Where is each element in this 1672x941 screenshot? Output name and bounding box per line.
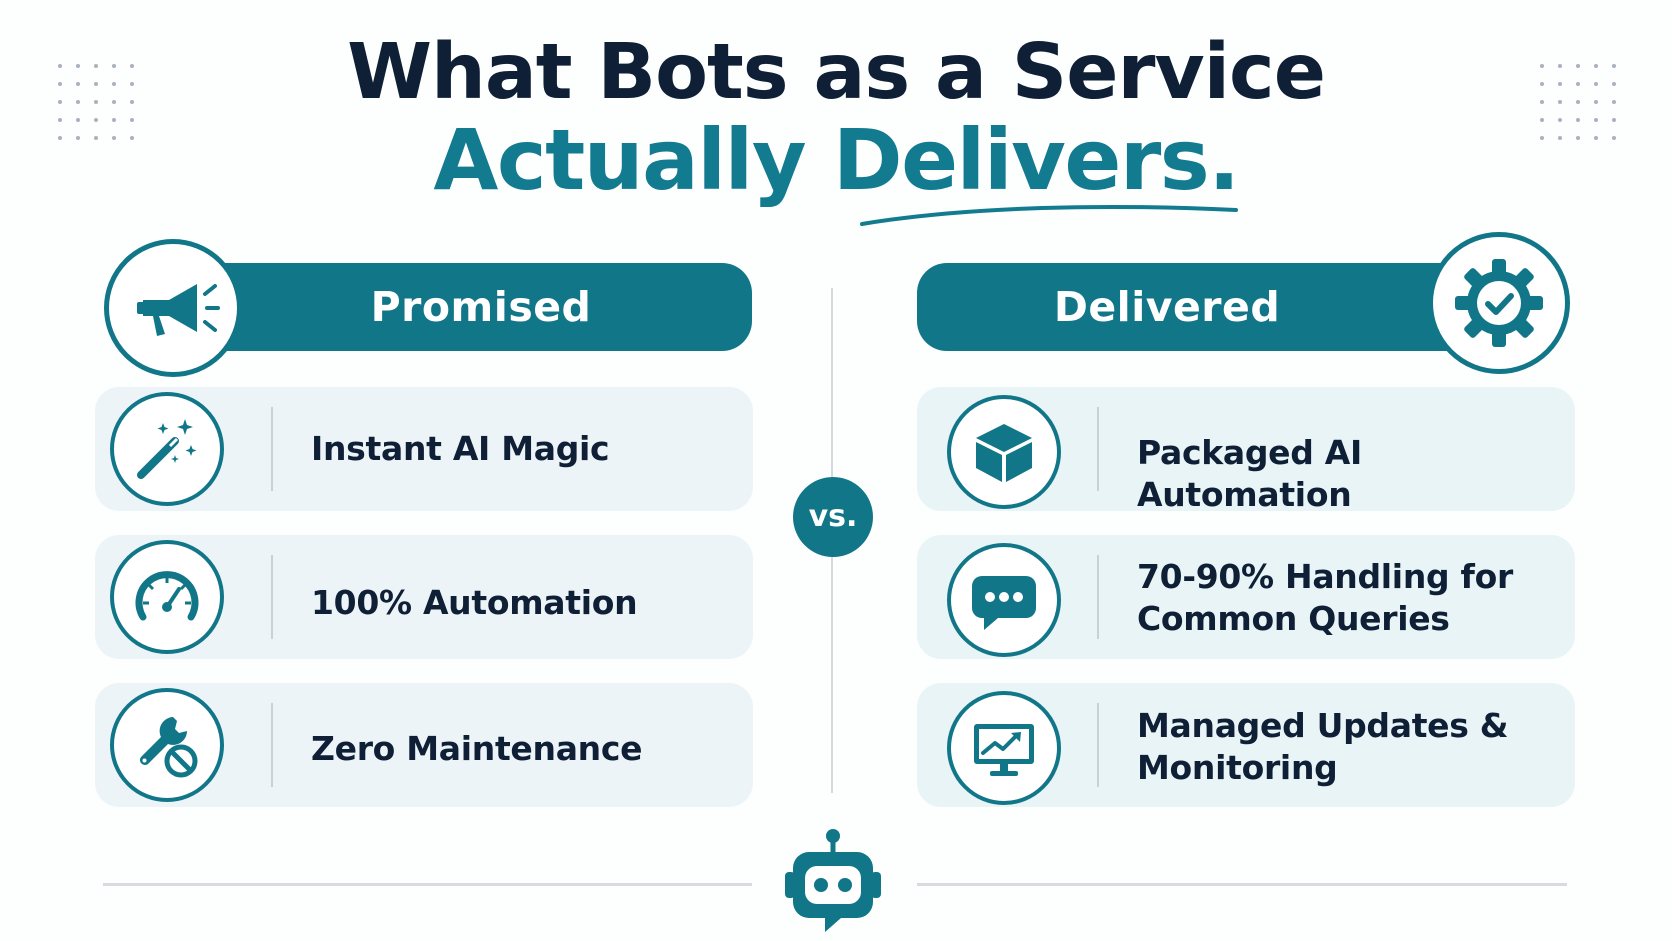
delivered-item-2: 70-90% Handling for Common Queries xyxy=(917,535,1575,659)
promised-item-1-icon-ring xyxy=(110,392,224,506)
monitor-chart-icon xyxy=(974,724,1034,776)
robot-icon xyxy=(785,829,881,932)
promised-item-3: Zero Maintenance xyxy=(95,683,753,807)
promised-item-3-divider xyxy=(271,703,273,787)
promised-item-1-label: Instant AI Magic xyxy=(311,429,610,468)
delivered-item-1: Packaged AI Automation xyxy=(917,387,1575,514)
chat-bubble-icon xyxy=(972,576,1036,630)
promised-item-1: Instant AI Magic xyxy=(95,387,753,511)
promised-header-label: Promised xyxy=(370,283,592,331)
magic-wand-icon xyxy=(137,419,197,479)
delivered-header: Delivered xyxy=(917,263,1483,351)
delivered-item-2-label-line-1: 70-90% Handling for xyxy=(1137,557,1513,596)
delivered-item-3-label-line-1: Managed Updates & xyxy=(1137,706,1509,745)
promised-item-2-label: 100% Automation xyxy=(311,583,638,622)
promised-header: Promised xyxy=(186,263,752,351)
title-line-2: Actually Delivers. xyxy=(433,111,1240,209)
title-underline-swoosh xyxy=(860,204,1238,226)
promised-badge xyxy=(104,239,242,377)
vs-badge: vs. xyxy=(793,477,873,557)
dot-grid-left xyxy=(58,64,134,140)
promised-item-2-divider xyxy=(271,555,273,639)
promised-item-1-divider xyxy=(271,407,273,491)
gear-check-icon xyxy=(1455,259,1543,347)
delivered-item-2-divider xyxy=(1097,555,1099,639)
delivered-header-label: Delivered xyxy=(1053,283,1281,331)
delivered-item-1-divider xyxy=(1097,407,1099,491)
box-icon xyxy=(976,424,1032,482)
delivered-item-1-label: Packaged AI Automation xyxy=(1137,433,1362,514)
footer-line-left xyxy=(103,883,752,886)
delivered-item-2-icon-ring xyxy=(947,543,1061,657)
delivered-item-1-icon-ring xyxy=(947,395,1061,509)
delivered-item-2-label-line-2: Common Queries xyxy=(1137,599,1450,638)
promised-item-3-label: Zero Maintenance xyxy=(311,729,643,768)
delivered-item-3-label-line-2: Monitoring xyxy=(1137,748,1338,787)
dot-grid-right xyxy=(1540,64,1616,140)
promised-item-2: 100% Automation xyxy=(95,535,753,659)
promised-item-2-icon-ring xyxy=(110,540,224,654)
title-line-1: What Bots as a Service xyxy=(347,28,1326,117)
delivered-badge xyxy=(1428,232,1570,374)
footer-line-right xyxy=(917,883,1567,886)
promised-item-3-icon-ring xyxy=(110,688,224,802)
delivered-item-3-divider xyxy=(1097,703,1099,787)
wrench-no-icon xyxy=(140,717,198,778)
delivered-item-3-icon-ring xyxy=(947,691,1061,805)
delivered-item-3: Managed Updates & Monitoring xyxy=(917,683,1575,807)
speedometer-icon xyxy=(135,571,199,621)
megaphone-icon xyxy=(137,284,220,336)
